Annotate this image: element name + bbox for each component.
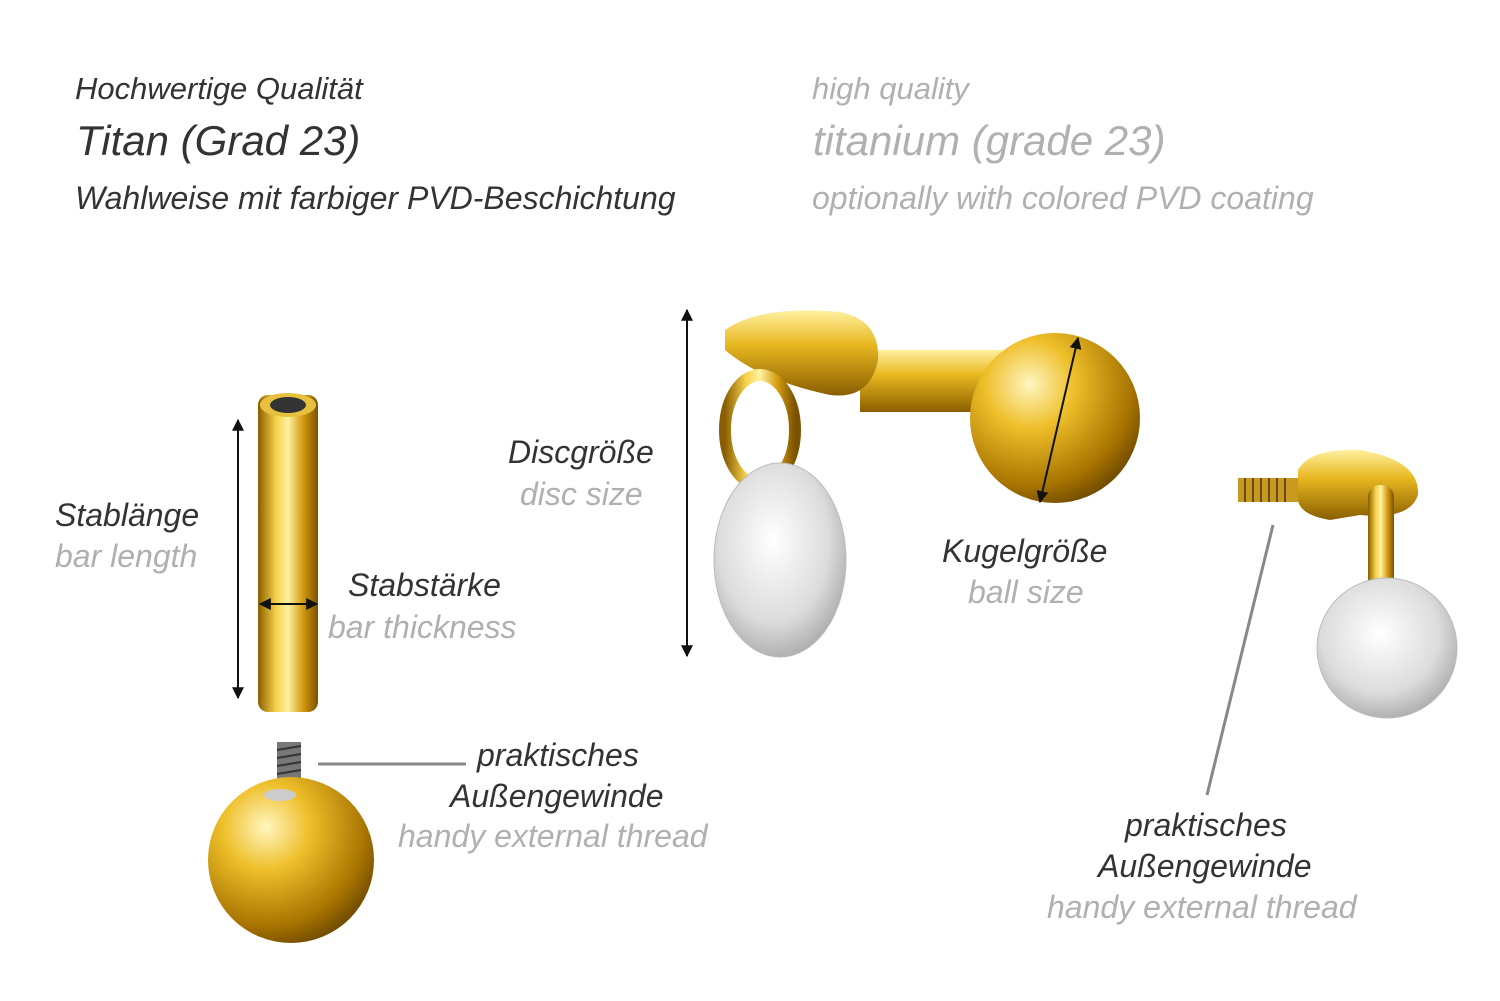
thread-left-label-en: handy external thread: [398, 818, 708, 854]
header-coating-en: optionally with colored PVD coating: [812, 180, 1314, 216]
cartilage-piercing: [713, 310, 1140, 658]
thread-right-label-de1: praktisches: [1125, 807, 1287, 843]
thread-right-label-de2: Außengewinde: [1098, 848, 1312, 884]
bar-thickness-label-en: bar thickness: [328, 609, 517, 645]
threaded-ball: [208, 742, 374, 943]
disc-size-label-de: Discgröße: [508, 434, 654, 470]
header-quality-de: Hochwertige Qualität: [75, 71, 363, 106]
header-coating-de: Wahlweise mit farbiger PVD-Beschichtung: [75, 180, 676, 216]
thread-left-label-de2: Außengewinde: [450, 778, 664, 814]
ball-size-arrow: [1036, 336, 1082, 504]
bar-length-label-de: Stablänge: [55, 497, 200, 533]
disc-size-label-en: disc size: [520, 476, 643, 512]
thread-left-label-de1: praktisches: [477, 737, 639, 773]
ball-size-label-de: Kugelgröße: [942, 533, 1108, 569]
bar-length-label-en: bar length: [55, 538, 198, 574]
thread-right-label-en: handy external thread: [1047, 889, 1357, 925]
ball-size-label-en: ball size: [968, 574, 1084, 610]
header-material-en: titanium (grade 23): [813, 117, 1166, 164]
bar-part: [258, 393, 318, 712]
thread-pointer-right: [1205, 524, 1275, 796]
header-material-de: Titan (Grad 23): [76, 117, 361, 164]
bar-thickness-label-de: Stabstärke: [348, 567, 501, 603]
header-quality-en: high quality: [812, 71, 969, 106]
threaded-attachment: [1238, 449, 1458, 719]
